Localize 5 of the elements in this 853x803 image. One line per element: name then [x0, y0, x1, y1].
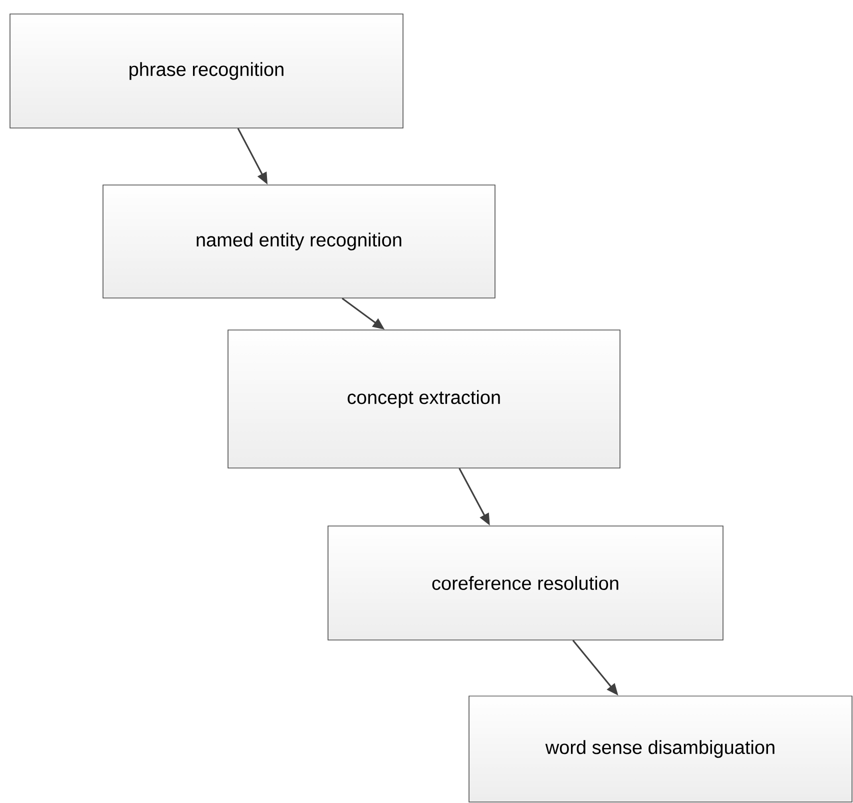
process-box: named entity recognition: [102, 184, 496, 298]
process-box: concept extraction: [228, 330, 620, 468]
process-box: phrase recognition: [10, 14, 404, 128]
process-box: coreference resolution: [328, 526, 724, 640]
process-box: word sense disambiguation: [468, 696, 852, 802]
